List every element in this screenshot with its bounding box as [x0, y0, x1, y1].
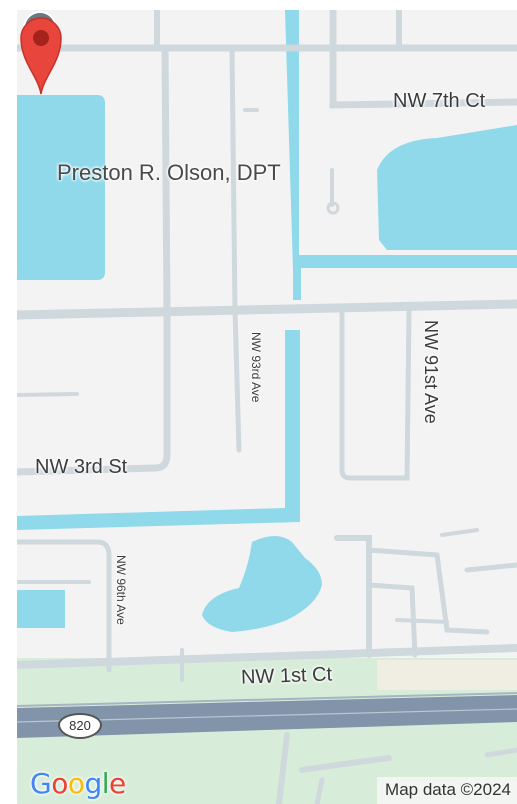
- pond-center: [202, 536, 322, 632]
- road-label-nw-96th-ave: NW 96th Ave: [114, 555, 128, 625]
- road-label-nw-93rd-ave: NW 93rd Ave: [249, 332, 263, 403]
- road-label-nw-7th-ct: NW 7th Ct: [393, 90, 486, 112]
- lake-northeast: [377, 125, 517, 250]
- road-label-nw-91st-ave: NW 91st Ave: [421, 320, 441, 424]
- pond-west: [17, 590, 65, 628]
- poi-label[interactable]: Preston R. Olson, DPT: [57, 160, 281, 185]
- highway-820: [17, 695, 517, 738]
- lake-west: [17, 95, 105, 280]
- map-attribution[interactable]: Map data ©2024: [377, 777, 517, 804]
- road-label-nw-1st-ct: NW 1st Ct: [240, 663, 333, 689]
- location-marker-icon[interactable]: [17, 10, 65, 96]
- canal-south: [17, 330, 300, 530]
- local-roads: [17, 10, 517, 804]
- map-canvas[interactable]: NW 7th Ct NW 3rd St NW 1st Ct NW 93rd Av…: [17, 10, 517, 804]
- highway-shield: 820: [58, 713, 102, 739]
- road-label-nw-3rd-st: NW 3rd St: [35, 456, 128, 478]
- sand-area: [377, 660, 517, 690]
- google-logo: Google: [30, 767, 126, 800]
- map-base-layer: [17, 10, 517, 804]
